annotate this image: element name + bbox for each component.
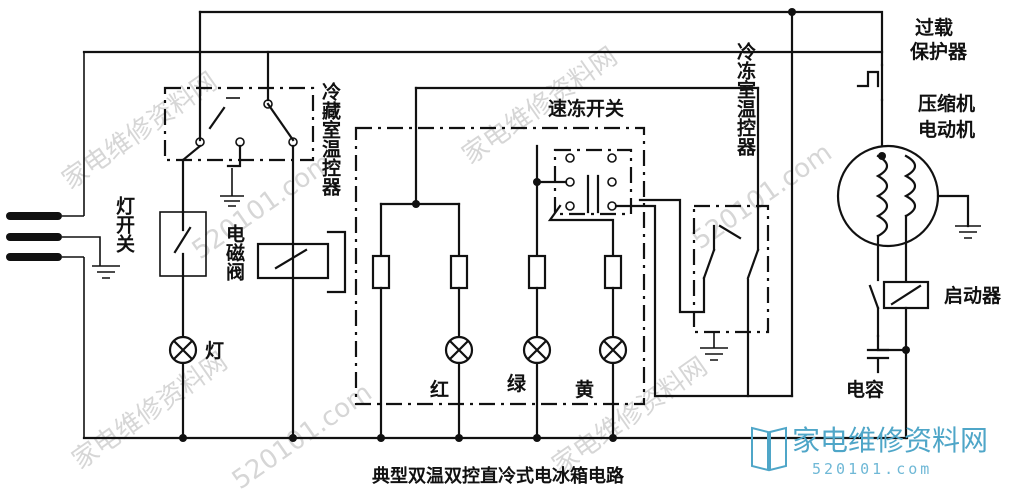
motor-ground-icon (955, 225, 981, 239)
thermostat-ground-icon (220, 168, 244, 207)
label-compressor-motor: 压缩机 电动机 (918, 92, 982, 141)
top-rail-outer (82, 50, 884, 67)
label-capacitor: 电容 (846, 378, 884, 401)
indicator-red-icon (444, 335, 474, 440)
watermark-layer: 家电维修资料网 家电维修资料网 520101.com 520101.com 家电… (57, 42, 838, 496)
compressor-motor (836, 144, 970, 282)
logo-domain: 520101.com (812, 460, 932, 478)
freezer-ground-icon (700, 332, 728, 361)
watermark-text: 家电维修资料网 (547, 352, 713, 481)
label-starter: 启动器 (944, 284, 1002, 307)
heater-red (371, 254, 391, 440)
starter-relay (868, 280, 930, 440)
lamp-switch (159, 210, 207, 338)
top-rail-inner (198, 10, 884, 54)
indicator-green-icon (522, 335, 552, 440)
label-quick-freeze-switch: 速冻开关 (548, 97, 624, 120)
label-lamp: 灯 (205, 340, 224, 362)
watermark-text: 520101.com (187, 148, 338, 266)
label-yellow: 黄 (575, 378, 594, 401)
capacitor (866, 334, 910, 374)
plug-ground-icon (92, 265, 120, 279)
book-logo-icon (751, 426, 787, 472)
quick-freeze-switch (535, 148, 794, 398)
label-overload-protector: 过载 保护器 (909, 16, 968, 63)
watermark-text: 家电维修资料网 (67, 347, 233, 476)
solenoid-valve (256, 230, 347, 294)
refrigerator-thermostat (163, 10, 315, 442)
power-plug (6, 52, 101, 438)
label-lamp-switch: 灯开关 (113, 196, 135, 254)
quick-freeze-enclosure (354, 126, 646, 406)
logo-text: 家电维修资料网 (792, 424, 988, 457)
label-refrigerator-thermostat: 冷藏室温控器 (319, 81, 342, 197)
freezer-thermostat (638, 86, 770, 398)
watermark-text: 520101.com (687, 138, 838, 256)
label-red: 红 (430, 378, 449, 401)
overload-protector (856, 63, 884, 148)
label-group: 冷藏室温控器 冷冻室温控器 速冻开关 灯开关 电磁阀 灯 红 绿 黄 过载 保护… (113, 16, 1002, 487)
indicator-yellow-icon (598, 335, 628, 440)
label-freezer-thermostat: 冷冻室温控器 (734, 41, 757, 157)
watermark-text: 家电维修资料网 (57, 67, 223, 196)
lamp-icon (168, 335, 198, 440)
heater-green (527, 254, 547, 338)
label-green: 绿 (507, 372, 527, 395)
heater-yellow (603, 254, 623, 338)
heater-red-2 (449, 254, 469, 338)
site-logo: 家电维修资料网 520101.com (751, 424, 988, 478)
label-solenoid-valve: 电磁阀 (223, 223, 245, 282)
diagram-caption: 典型双温双控直冷式电冰箱电路 (372, 465, 625, 487)
